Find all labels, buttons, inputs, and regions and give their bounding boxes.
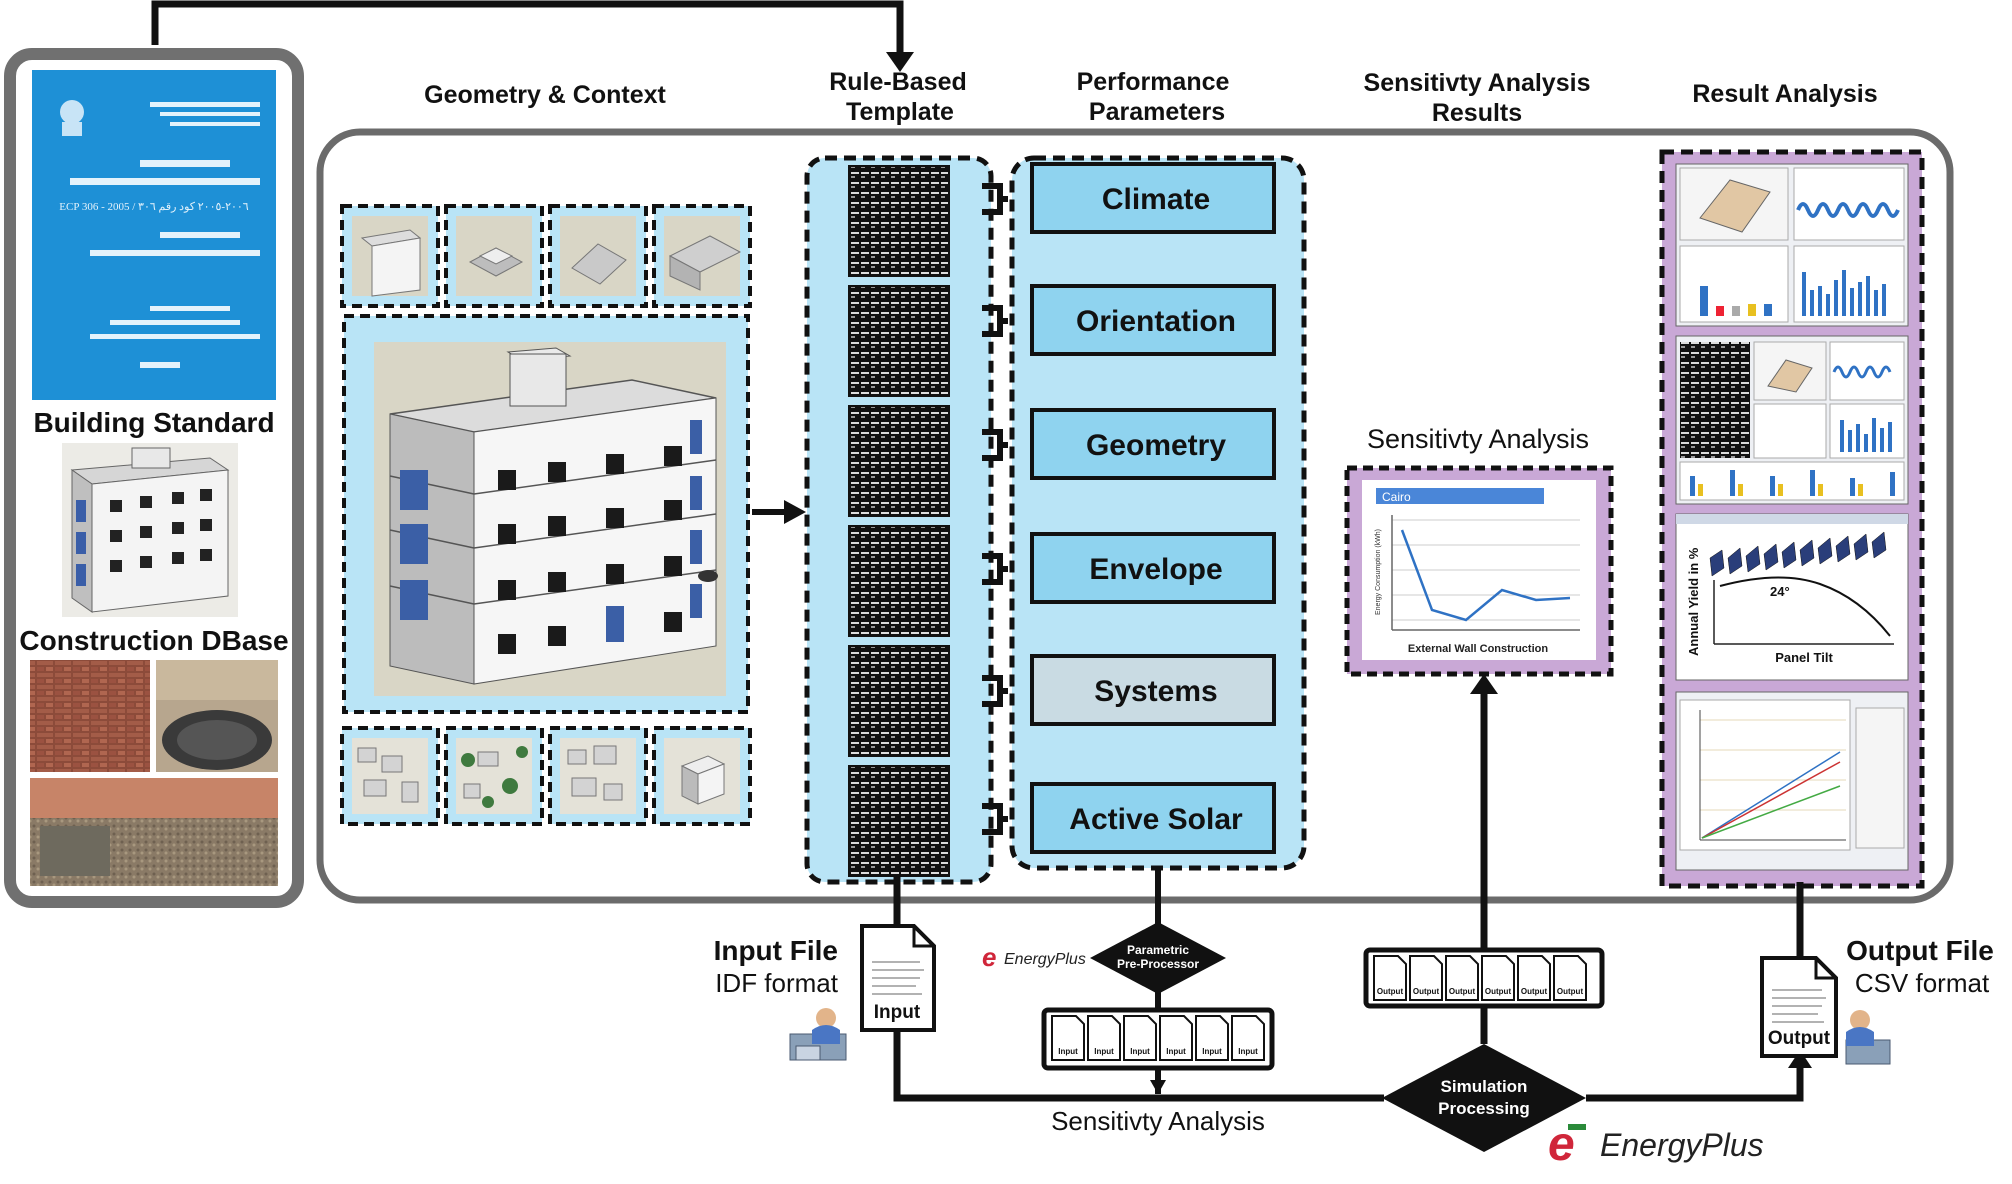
header-performance-line2: Parameters	[1089, 98, 1225, 126]
sim-to-output-line	[1586, 1064, 1804, 1102]
svg-text:EnergyPlus: EnergyPlus	[1600, 1127, 1764, 1163]
sensitivity-chart-xlabel: External Wall Construction	[1408, 643, 1548, 655]
output-stack-doc-label-4: Output	[1485, 987, 1512, 996]
output-stack-docs: Output Output Output Output Output Output	[1373, 955, 1587, 1001]
top-connector-line	[151, 0, 904, 62]
output-file-doc: Output	[1760, 956, 1838, 1058]
param-box-active-solar	[1030, 782, 1276, 854]
template-param-connectors	[982, 183, 1008, 835]
header-geometry-context: Geometry & Context	[424, 81, 666, 109]
parameter-boxes: ClimateOrientationGeometryEnvelopeSystem…	[1030, 162, 1276, 854]
output-stack-doc-label-1: Output	[1377, 987, 1404, 996]
output-stack-doc-2	[1409, 955, 1443, 1001]
building-3d-model	[342, 314, 750, 714]
param-label-geometry: Geometry	[1086, 429, 1226, 462]
input-stack-doc-5	[1195, 1015, 1229, 1061]
brick-photo	[30, 660, 150, 772]
header-rule-template-line2: Template	[846, 98, 954, 126]
sensitivity-chart-title: Sensitivty Analysis	[1367, 424, 1589, 454]
output-stack-doc-6	[1553, 955, 1587, 1001]
header-performance-line1: Performance	[1077, 68, 1230, 96]
rebar-photo	[156, 660, 278, 772]
performance-parameters-panel	[1009, 155, 1307, 871]
energyplus-logo-large: e EnergyPlus	[1548, 1118, 1764, 1171]
output-stack-doc-label-2: Output	[1413, 987, 1440, 996]
param-box-systems	[1030, 654, 1276, 726]
sensitivity-chart-city: Cairo	[1382, 490, 1411, 504]
input-stack-doc-6	[1231, 1015, 1265, 1061]
pre-processor-line1: Parametric	[1127, 943, 1189, 957]
annual-yield-label: Annual Yield in %	[1686, 547, 1701, 656]
output-stack-doc-label-6: Output	[1557, 987, 1584, 996]
svg-text:EnergyPlus: EnergyPlus	[1004, 951, 1086, 968]
input-stack-doc-1	[1051, 1015, 1085, 1061]
panel-tilt-label: Panel Tilt	[1775, 650, 1833, 665]
output-stack-doc-label-3: Output	[1449, 987, 1476, 996]
input-stack-doc-label-5: Input	[1202, 1047, 1222, 1056]
param-label-orientation: Orientation	[1076, 305, 1236, 338]
simulation-line2: Processing	[1438, 1099, 1530, 1118]
header-sensitivity-line1: Sensitivty Analysis	[1364, 69, 1591, 97]
input-file-label: Input File	[714, 935, 838, 966]
user-icon-right	[1845, 1010, 1891, 1065]
input-file-doc: Input	[860, 924, 936, 1032]
construction-dbase-label: Construction DBase	[19, 625, 288, 656]
geometry-thumbnails-top	[340, 204, 752, 308]
output-stack-doc-3	[1445, 955, 1479, 1001]
param-label-climate: Climate	[1102, 183, 1210, 216]
output-file-label: Output File	[1846, 935, 1994, 966]
left-panel: ECP 306 - 2005 / ٢٠٠٦-٢٠٠٥ كود رقم ٣٠٦ B…	[4, 48, 304, 908]
result-screenshots: 24° Annual Yield in % Panel Tilt	[1675, 163, 1909, 871]
input-stack-doc-label-4: Input	[1166, 1047, 1186, 1056]
pre-processor-diamond	[1090, 922, 1226, 994]
construction-building-image	[62, 443, 238, 617]
header-result-analysis: Result Analysis	[1692, 80, 1877, 108]
param-label-systems: Systems	[1094, 675, 1217, 708]
header-sensitivity-line2: Results	[1432, 99, 1522, 127]
cement-photo	[30, 778, 278, 886]
param-box-geometry	[1030, 408, 1276, 480]
header-rule-template-line1: Rule-Based	[829, 68, 967, 96]
simulation-line1: Simulation	[1441, 1077, 1528, 1096]
output-doc-label: Output	[1768, 1028, 1831, 1049]
sensitivity-chart-ylabel: Energy Consumption (kWh)	[1375, 529, 1382, 615]
idf-format-label: IDF format	[715, 968, 839, 998]
input-stack-docs: Input Input Input Input Input Input	[1051, 1015, 1265, 1061]
input-stack-doc-label-2: Input	[1094, 1047, 1114, 1056]
tilt-value-label: 24°	[1770, 584, 1790, 599]
output-stack-doc-label-5: Output	[1521, 987, 1548, 996]
input-to-sim-line	[893, 1030, 1384, 1102]
svg-text:e: e	[982, 942, 996, 972]
simulation-diamond	[1382, 1044, 1586, 1152]
param-box-climate	[1030, 162, 1276, 234]
param-label-active-solar: Active Solar	[1069, 803, 1243, 836]
input-stack-doc-label-1: Input	[1058, 1047, 1078, 1056]
sensitivity-line	[1400, 529, 1571, 622]
input-stack-doc-label-3: Input	[1130, 1047, 1150, 1056]
param-label-envelope: Envelope	[1089, 553, 1222, 586]
input-stack-doc-3	[1123, 1015, 1157, 1061]
template-screens	[848, 165, 950, 877]
output-stack-doc-5	[1517, 955, 1551, 1001]
energyplus-logo-small: e EnergyPlus	[982, 942, 1086, 972]
book-code-text: ECP 306 - 2005 / ٢٠٠٦-٢٠٠٥ كود رقم ٣٠٦	[59, 201, 248, 213]
pre-processor-line2: Pre-Processor	[1117, 957, 1199, 971]
output-stack-doc-1	[1373, 955, 1407, 1001]
building-standard-label: Building Standard	[33, 407, 274, 438]
input-stack-doc-label-6: Input	[1238, 1047, 1258, 1056]
param-box-envelope	[1030, 532, 1276, 604]
input-doc-label: Input	[874, 1002, 921, 1023]
input-stack-doc-2	[1087, 1015, 1121, 1061]
sensitivity-bottom-label: Sensitivty Analysis	[1051, 1106, 1265, 1136]
top-connector-arrowhead	[886, 52, 914, 72]
param-box-orientation	[1030, 284, 1276, 356]
user-icon-left	[789, 1008, 847, 1061]
output-stack-doc-4	[1481, 955, 1515, 1001]
geometry-thumbnails-bottom	[340, 726, 752, 826]
input-stack-doc-4	[1159, 1015, 1193, 1061]
csv-format-label: CSV format	[1855, 968, 1990, 998]
sensitivity-chart: Cairo Energy Consumption (kWh) External …	[1344, 465, 1614, 677]
